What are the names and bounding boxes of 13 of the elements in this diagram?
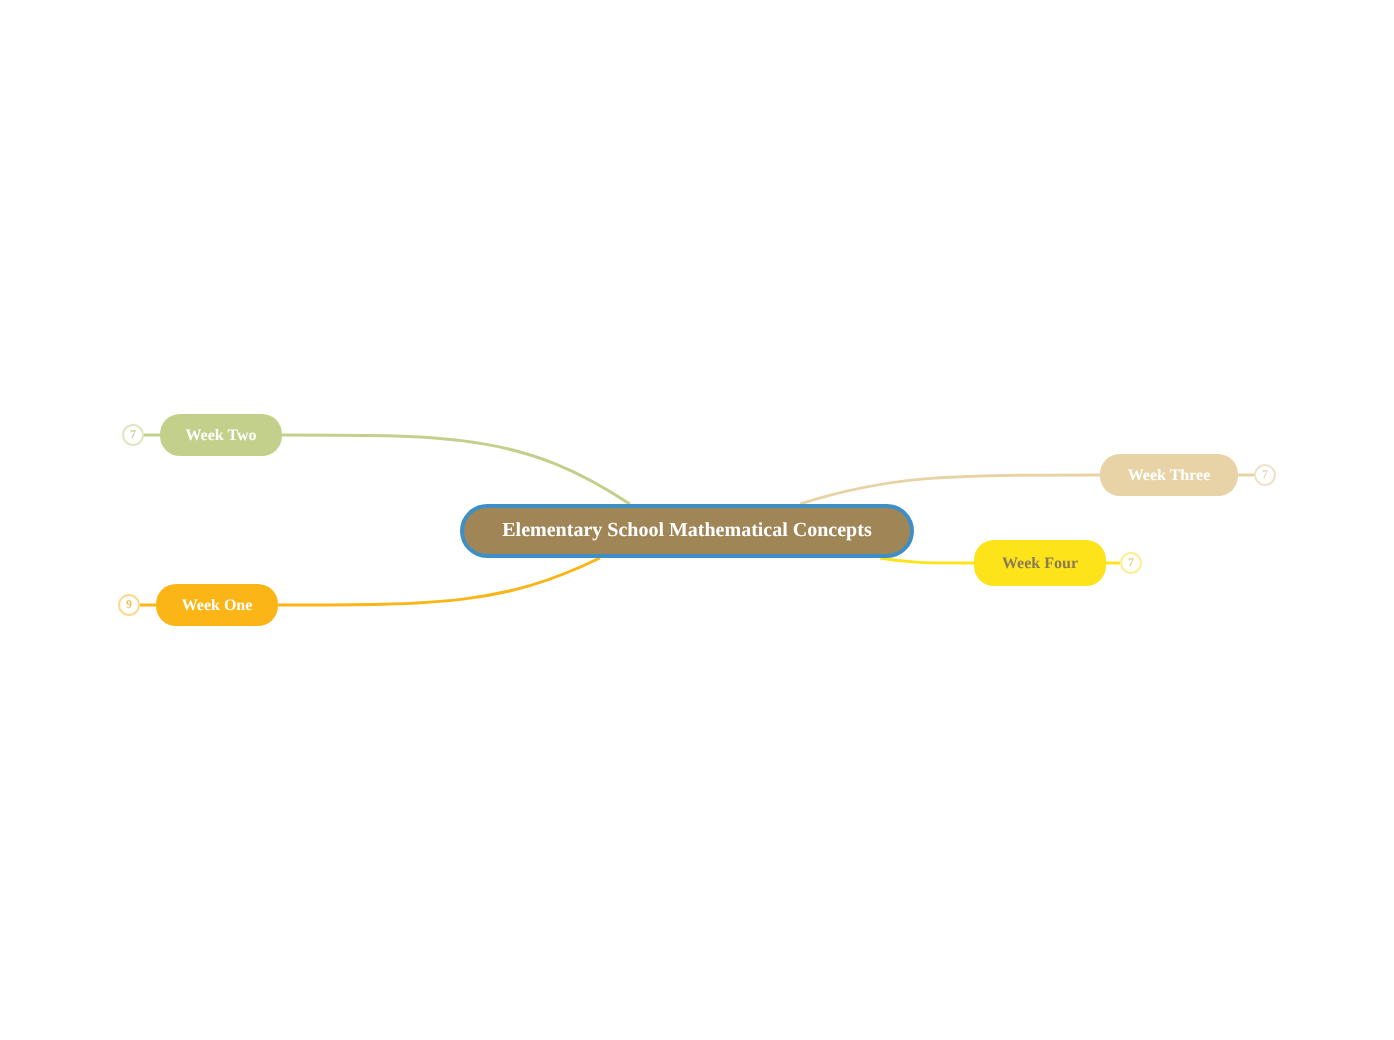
connector [1238,473,1254,477]
branch-topic: Week Four [974,540,1106,586]
connector [140,603,156,607]
connector [278,556,601,607]
central-topic: Elementary School Mathematical Concepts [460,504,914,558]
connector [144,433,160,437]
connector [879,556,974,565]
branch-topic: Week Two [160,414,282,456]
branch-topic: Week Three [1100,454,1238,496]
connector [1106,561,1120,565]
branch-topic: Week One [156,584,278,626]
connector [799,473,1100,506]
connector [282,433,631,506]
